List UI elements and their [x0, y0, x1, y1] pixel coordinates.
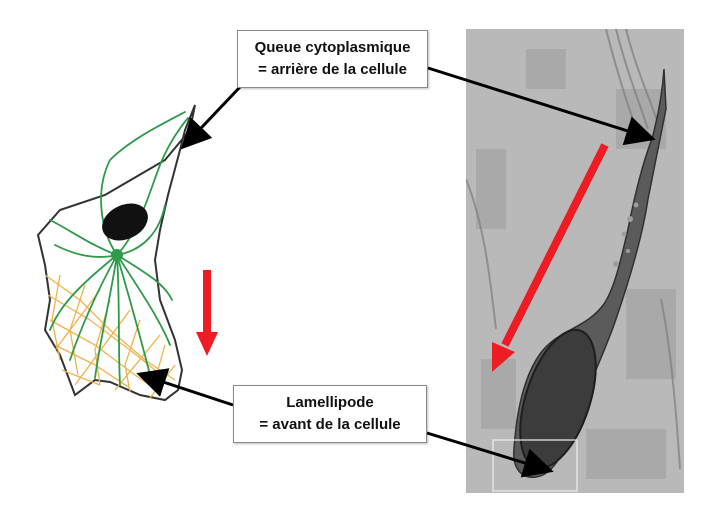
schematic-nucleus — [102, 203, 148, 241]
rear-label-title: Queue cytoplasmique — [254, 39, 411, 56]
front-label-title: Lamellipode — [286, 394, 374, 411]
front-label-box: Lamellipode = avant de la cellule — [233, 385, 427, 443]
black-arrow-icon — [136, 368, 234, 407]
tissue-texture — [476, 49, 676, 479]
red-arrow-icon — [196, 270, 218, 356]
centrosome — [111, 249, 123, 261]
front-label-subtitle: = avant de la cellule — [259, 416, 401, 433]
black-arrow-icon — [426, 431, 554, 478]
rear-label-box: Queue cytoplasmique = arrière de la cell… — [237, 30, 428, 88]
zoom-frame — [492, 439, 578, 492]
black-arrow-icon — [427, 66, 656, 146]
vacuoles — [613, 202, 639, 267]
red-arrow-icon — [492, 143, 609, 372]
rear-label-subtitle: = arrière de la cellule — [258, 61, 407, 78]
black-arrow-icon — [180, 85, 242, 150]
